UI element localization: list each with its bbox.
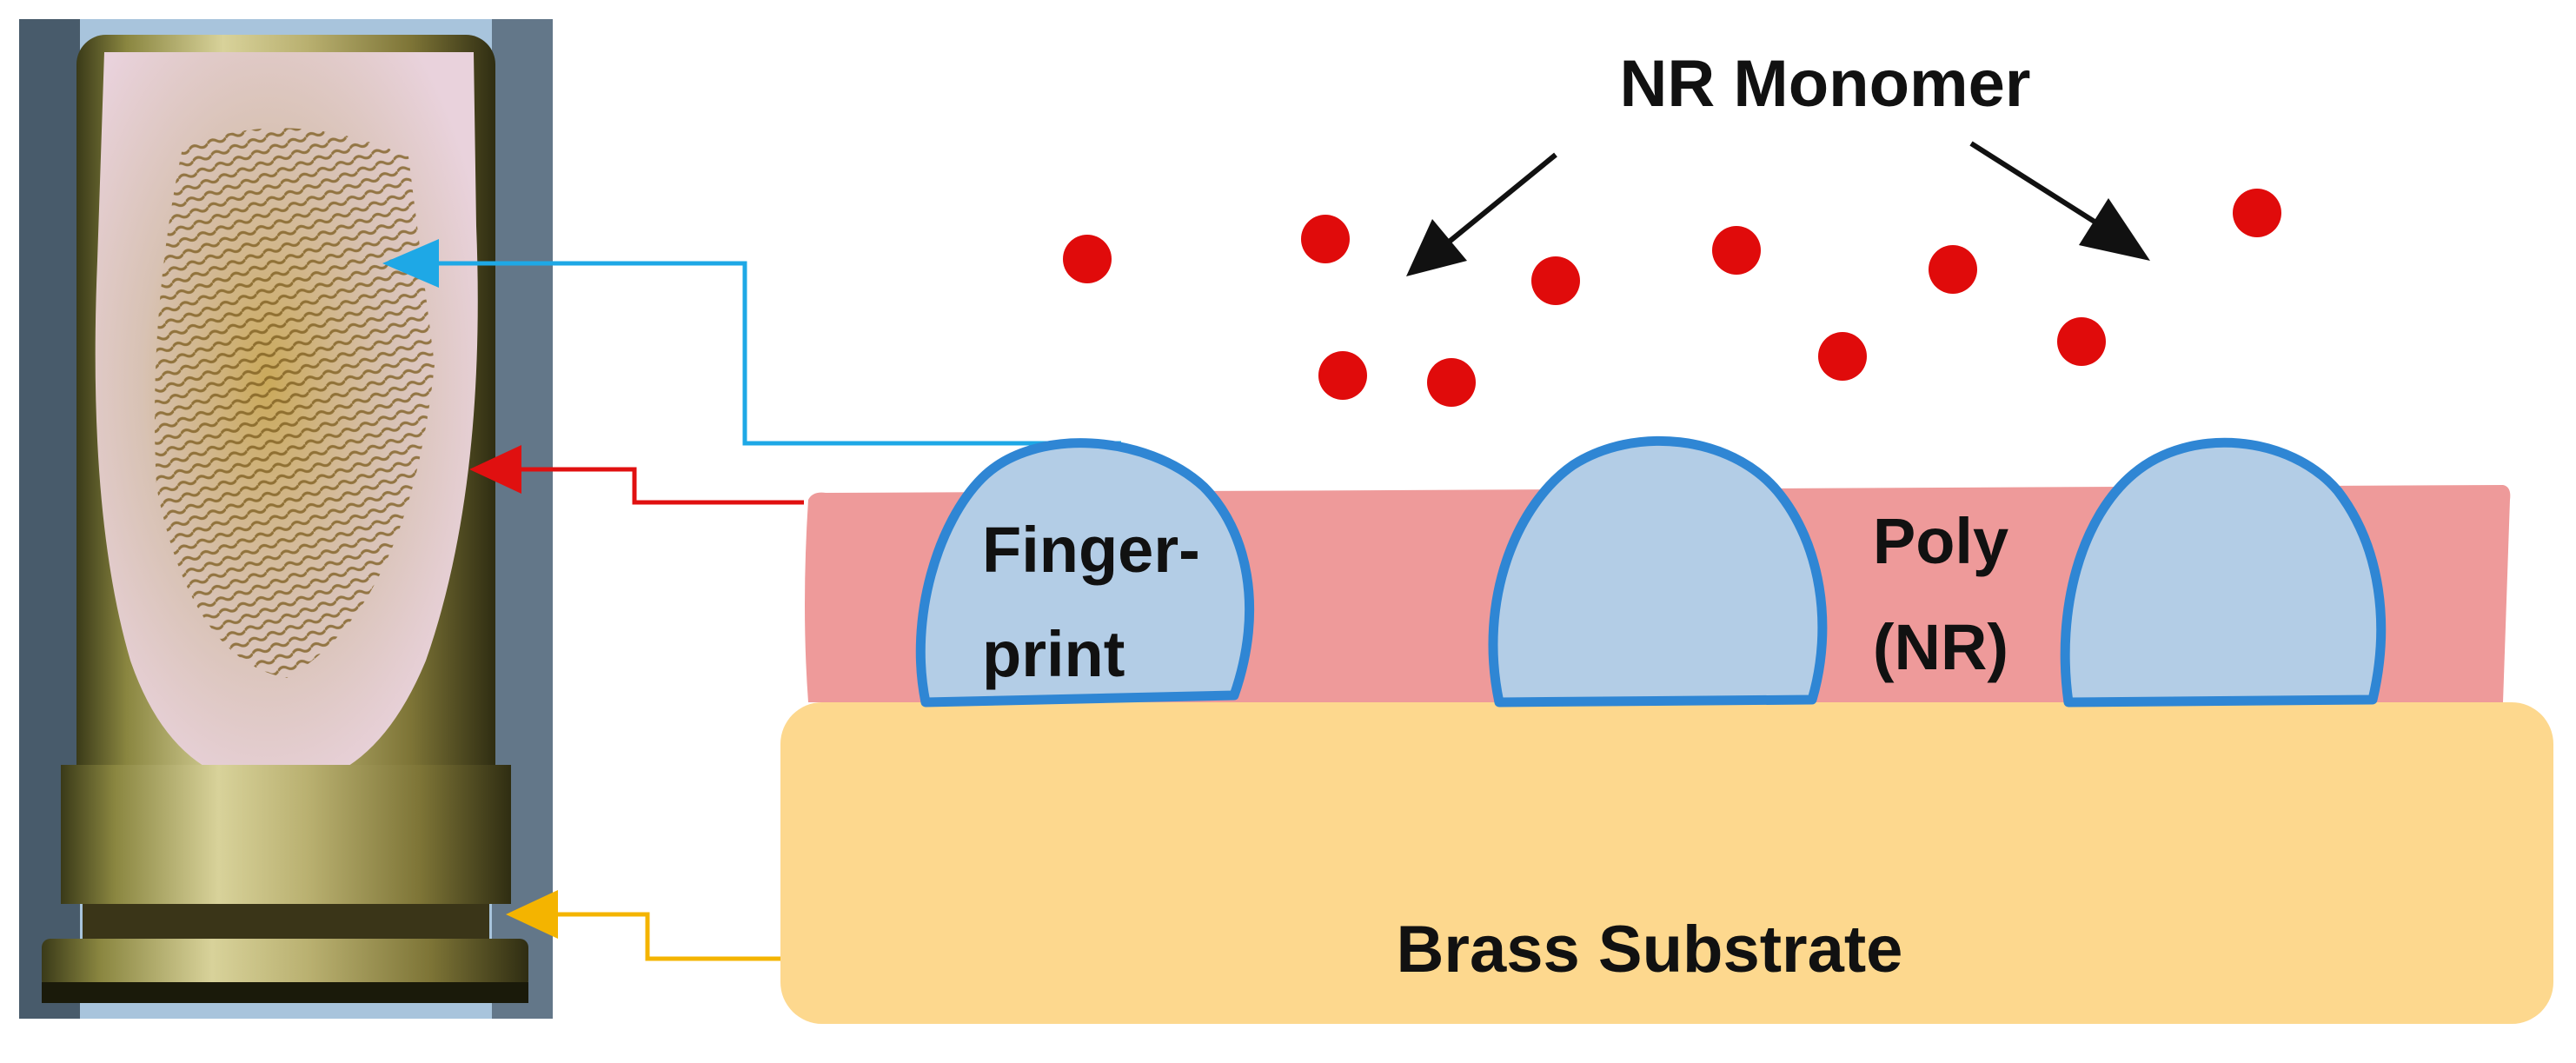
fingerprint-ridges xyxy=(155,128,435,679)
cartridge-photo xyxy=(19,19,553,1019)
monomer-dot xyxy=(1929,245,1977,294)
substrate-connector-arrow xyxy=(506,890,791,961)
nr-monomer-label: NR Monomer xyxy=(1620,47,2031,121)
monomer-dot xyxy=(2233,189,2281,237)
monomer-dot xyxy=(2057,317,2106,366)
fingerprint-label-line2: print xyxy=(982,618,1125,690)
monomer-dot xyxy=(1318,351,1367,400)
rim-shadow xyxy=(42,982,528,1003)
monomer-dots xyxy=(1063,189,2281,407)
polymer-label-line1: Poly xyxy=(1873,505,2008,577)
monomer-dot xyxy=(1427,358,1476,407)
monomer-dot xyxy=(1531,256,1580,305)
fingerprint-dome-1 xyxy=(915,438,1255,708)
brass-substrate-label: Brass Substrate xyxy=(1397,913,1903,987)
fingerprint-dome-3 xyxy=(2060,437,2387,708)
brass-substrate-layer xyxy=(780,702,2553,1024)
monomer-dot xyxy=(1063,235,1112,283)
fingerprint-label-line1: Finger- xyxy=(982,514,1200,586)
monomer-dot xyxy=(1818,332,1867,381)
cartridge-rim xyxy=(42,939,528,989)
polymer-connector-arrow xyxy=(469,445,804,505)
monomer-arrow-left xyxy=(1406,152,1557,276)
monomer-arrow-right xyxy=(1969,141,2150,261)
monomer-dot xyxy=(1301,215,1350,263)
polymer-label-line2: (NR) xyxy=(1873,611,2008,683)
fingerprint-dome-2 xyxy=(1488,435,1828,708)
fingerprint-connector-arrow xyxy=(382,239,1121,446)
monomer-dot xyxy=(1712,226,1761,275)
cartridge-neck xyxy=(61,765,511,904)
extractor-groove xyxy=(83,904,489,939)
